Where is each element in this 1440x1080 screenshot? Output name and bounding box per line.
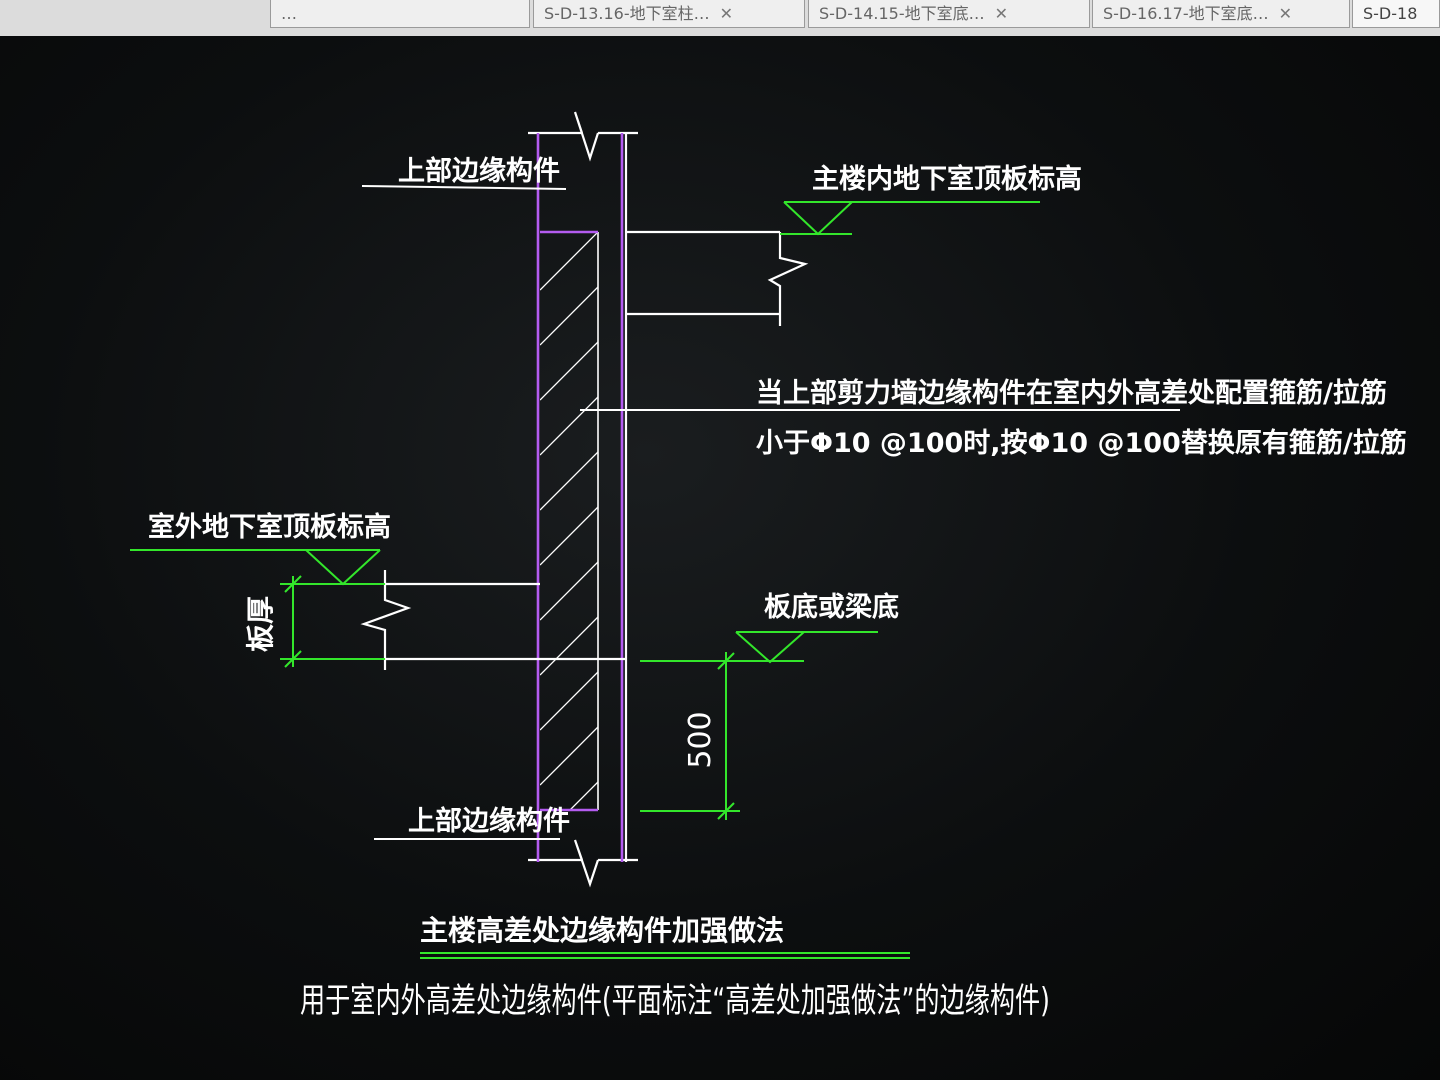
tab-partial[interactable]: … [270, 0, 530, 28]
detail-title: 主楼高差处边缘构件加强做法 [420, 914, 784, 947]
note-stirrup-line1: 当上部剪力墙边缘构件在室内外高差处配置箍筋/拉筋 [756, 377, 1387, 409]
close-icon[interactable]: ✕ [1278, 3, 1293, 23]
dim-500: 500 [683, 711, 718, 768]
label-slab-or-beam-bottom: 板底或梁底 [764, 591, 899, 623]
detail-drawing: 上部边缘构件 主楼内地下室顶板标高 当上部剪力墙边缘构件在室内外高差处配置箍筋/… [130, 111, 1407, 1021]
leader-lines [361, 185, 1180, 840]
left-slab [360, 570, 626, 670]
tab-s-d-16[interactable]: S-D-16.17-地下室底… ✕ [1092, 0, 1350, 28]
tab-s-d-14[interactable]: S-D-14.15-地下室底… ✕ [808, 0, 1090, 28]
note-stirrup-line2: 小于Φ10 @100时,按Φ10 @100替换原有箍筋/拉筋 [756, 427, 1407, 459]
tab-label: S-D-14.15-地下室底… [819, 3, 985, 23]
tab-s-d-13[interactable]: S-D-13.16-地下室柱… ✕ [533, 0, 805, 28]
tab-label: … [281, 3, 297, 23]
tab-label: S-D-13.16-地下室柱… [544, 3, 710, 23]
label-main-building-elevation: 主楼内地下室顶板标高 [812, 163, 1082, 195]
label-upper-member-top: 上部边缘构件 [398, 155, 560, 187]
drawing-caption: 用于室内外高差处边缘构件(平面标注“高差处加强做法”的边缘构件) [300, 981, 1050, 1021]
close-icon[interactable]: ✕ [994, 3, 1009, 23]
cad-drawing-canvas[interactable]: 上部边缘构件 主楼内地下室顶板标高 当上部剪力墙边缘构件在室内外高差处配置箍筋/… [0, 36, 1440, 1080]
tab-label: S-D-18 [1363, 3, 1418, 23]
hatch-pattern [540, 232, 598, 810]
right-slab [626, 230, 809, 326]
dim-slab-thickness: 板厚 [244, 596, 277, 652]
tab-label: S-D-16.17-地下室底… [1103, 3, 1269, 23]
tab-s-d-18[interactable]: S-D-18 [1352, 0, 1440, 28]
drawing-tab-bar: … S-D-13.16-地下室柱… ✕ S-D-14.15-地下室底… ✕ S-… [0, 0, 1440, 36]
close-icon[interactable]: ✕ [719, 3, 734, 23]
wall-edge-lines [536, 133, 624, 862]
label-upper-member-bottom: 上部边缘构件 [408, 805, 570, 837]
elevation-markers [130, 201, 1040, 959]
label-outdoor-elevation: 室外地下室顶板标高 [148, 511, 391, 543]
